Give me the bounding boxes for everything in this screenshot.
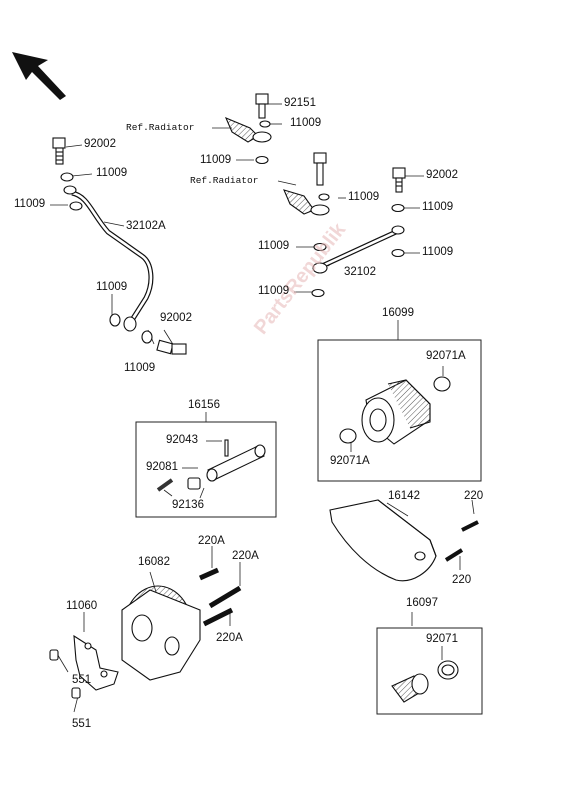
part-label[interactable]: 11009 xyxy=(422,201,454,213)
part-label[interactable]: 11009 xyxy=(200,154,232,166)
part-label[interactable]: 11009 xyxy=(348,191,380,203)
banjo-bolt-92002-left xyxy=(52,137,66,165)
oil-pipe-32102 xyxy=(312,225,405,274)
washer-icon xyxy=(313,242,327,252)
part-label[interactable]: 11009 xyxy=(422,246,454,258)
part-label[interactable]: 220A xyxy=(232,550,259,562)
pump-bracket xyxy=(49,634,119,699)
part-label[interactable]: 92071A xyxy=(330,455,370,467)
relief-valve-parts xyxy=(156,439,266,492)
part-label[interactable]: 11009 xyxy=(290,117,322,129)
part-label[interactable]: 11009 xyxy=(258,240,290,252)
part-label[interactable]: 92043 xyxy=(166,434,198,446)
part-label[interactable]: 16082 xyxy=(138,556,170,568)
ref-radiator-label: Ref.Radiator xyxy=(126,122,195,133)
part-label[interactable]: 220 xyxy=(464,490,484,502)
part-label[interactable]: 92002 xyxy=(426,169,458,181)
radiator-union-upper xyxy=(224,93,272,165)
strainer-box xyxy=(376,627,483,715)
washer-icon xyxy=(69,201,83,211)
banjo-bolt-92002-lower xyxy=(156,339,187,355)
part-label[interactable]: 551 xyxy=(72,718,92,730)
part-label[interactable]: 220A xyxy=(198,535,225,547)
oil-pump-assembly xyxy=(121,567,242,681)
oil-filter-element xyxy=(339,376,451,445)
oil-strainer xyxy=(391,660,459,703)
part-label[interactable]: 16099 xyxy=(382,307,414,319)
part-label[interactable]: 92071A xyxy=(426,350,466,362)
oil-pipe-32102a xyxy=(63,185,154,332)
part-label[interactable]: 16156 xyxy=(188,399,220,411)
part-label[interactable]: 16142 xyxy=(388,490,420,502)
part-label[interactable]: 32102A xyxy=(126,220,166,232)
washer-icon xyxy=(141,330,153,344)
part-label[interactable]: 220 xyxy=(452,574,472,586)
relief-valve-box xyxy=(135,421,277,518)
washer-icon xyxy=(311,288,325,298)
part-label[interactable]: 92002 xyxy=(84,138,116,150)
part-label[interactable]: 551 xyxy=(72,674,92,686)
washer-icon xyxy=(391,203,405,213)
ref-radiator-label: Ref.Radiator xyxy=(190,175,259,186)
part-label[interactable]: 11009 xyxy=(96,281,128,293)
part-label[interactable]: 32102 xyxy=(344,266,376,278)
radiator-union-lower xyxy=(283,152,330,216)
direction-arrow xyxy=(12,52,66,100)
part-label[interactable]: 11009 xyxy=(14,198,46,210)
part-label[interactable]: 92081 xyxy=(146,461,178,473)
washer-icon xyxy=(109,313,121,327)
part-label[interactable]: 11060 xyxy=(66,600,98,612)
part-label[interactable]: 92071 xyxy=(426,633,458,645)
oil-filter-box xyxy=(317,339,482,482)
washer-icon xyxy=(391,248,405,258)
oil-pump-cover xyxy=(329,499,479,582)
part-label[interactable]: 220A xyxy=(216,632,243,644)
part-label[interactable]: 11009 xyxy=(124,362,156,374)
part-label[interactable]: 16097 xyxy=(406,597,438,609)
part-label[interactable]: 11009 xyxy=(96,167,128,179)
washer-icon xyxy=(60,172,74,182)
part-label[interactable]: 11009 xyxy=(258,285,290,297)
part-label[interactable]: 92002 xyxy=(160,312,192,324)
part-label[interactable]: 92136 xyxy=(172,499,204,511)
part-label[interactable]: 92151 xyxy=(284,97,316,109)
banjo-bolt-92002-right xyxy=(392,167,406,193)
